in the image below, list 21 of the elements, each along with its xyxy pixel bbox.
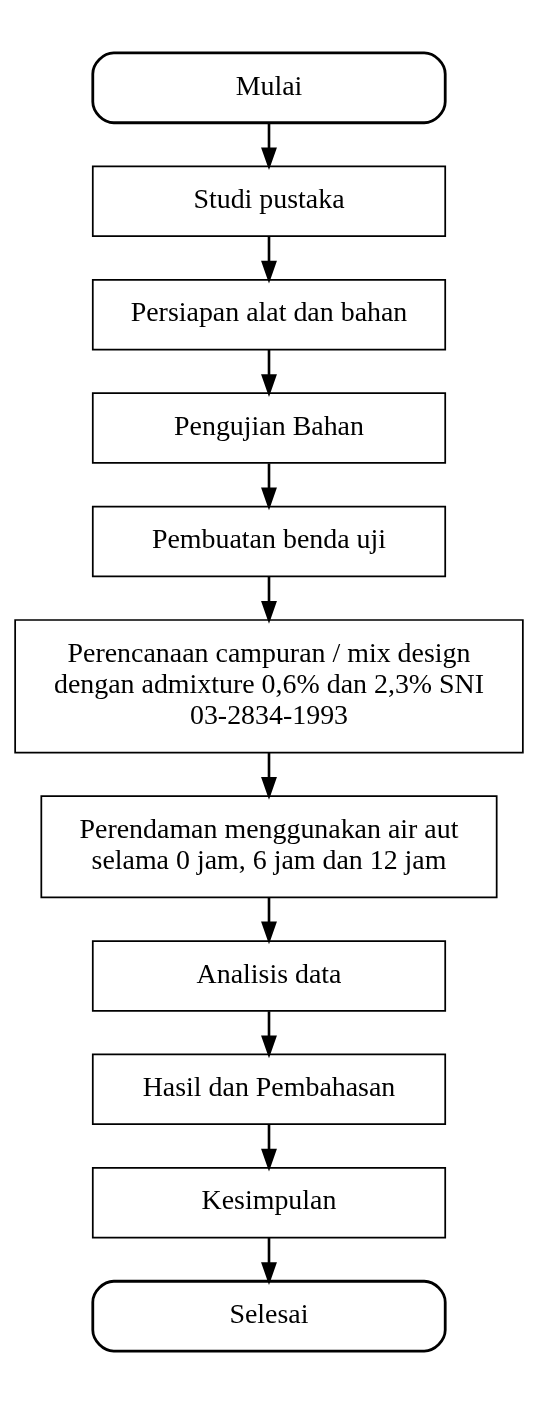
arrow <box>261 576 277 624</box>
node-box: Kesimpulan <box>91 1166 447 1239</box>
arrow <box>261 350 277 397</box>
arrow <box>261 1011 277 1059</box>
arrow <box>261 1124 277 1172</box>
arrow <box>261 897 277 945</box>
arrow <box>261 123 277 171</box>
node-box: Analisis data <box>91 940 447 1012</box>
arrow <box>261 463 277 511</box>
arrow <box>261 752 277 800</box>
node-box: Selesai <box>91 1279 447 1353</box>
node-box: Mulai <box>91 51 447 125</box>
arrow <box>261 236 277 284</box>
node-box: Studi pustaka <box>91 165 447 238</box>
node-box: Persiapan alat dan bahan <box>91 278 447 351</box>
node-box: Perencanaan campuran / mix design dengan admixture 0,6% dan 2,3% SNI 03-2834-1993 <box>14 619 524 754</box>
node-box: Hasil dan Pembahasan <box>91 1053 447 1126</box>
node-box: Pengujian Bahan <box>91 392 447 464</box>
node-box: Pembuatan benda uji <box>91 505 447 578</box>
node-box: Perendaman menggunakan air aut selama 0 jam, 6 jam dan 12 jam <box>40 795 498 899</box>
arrow <box>261 1238 277 1285</box>
